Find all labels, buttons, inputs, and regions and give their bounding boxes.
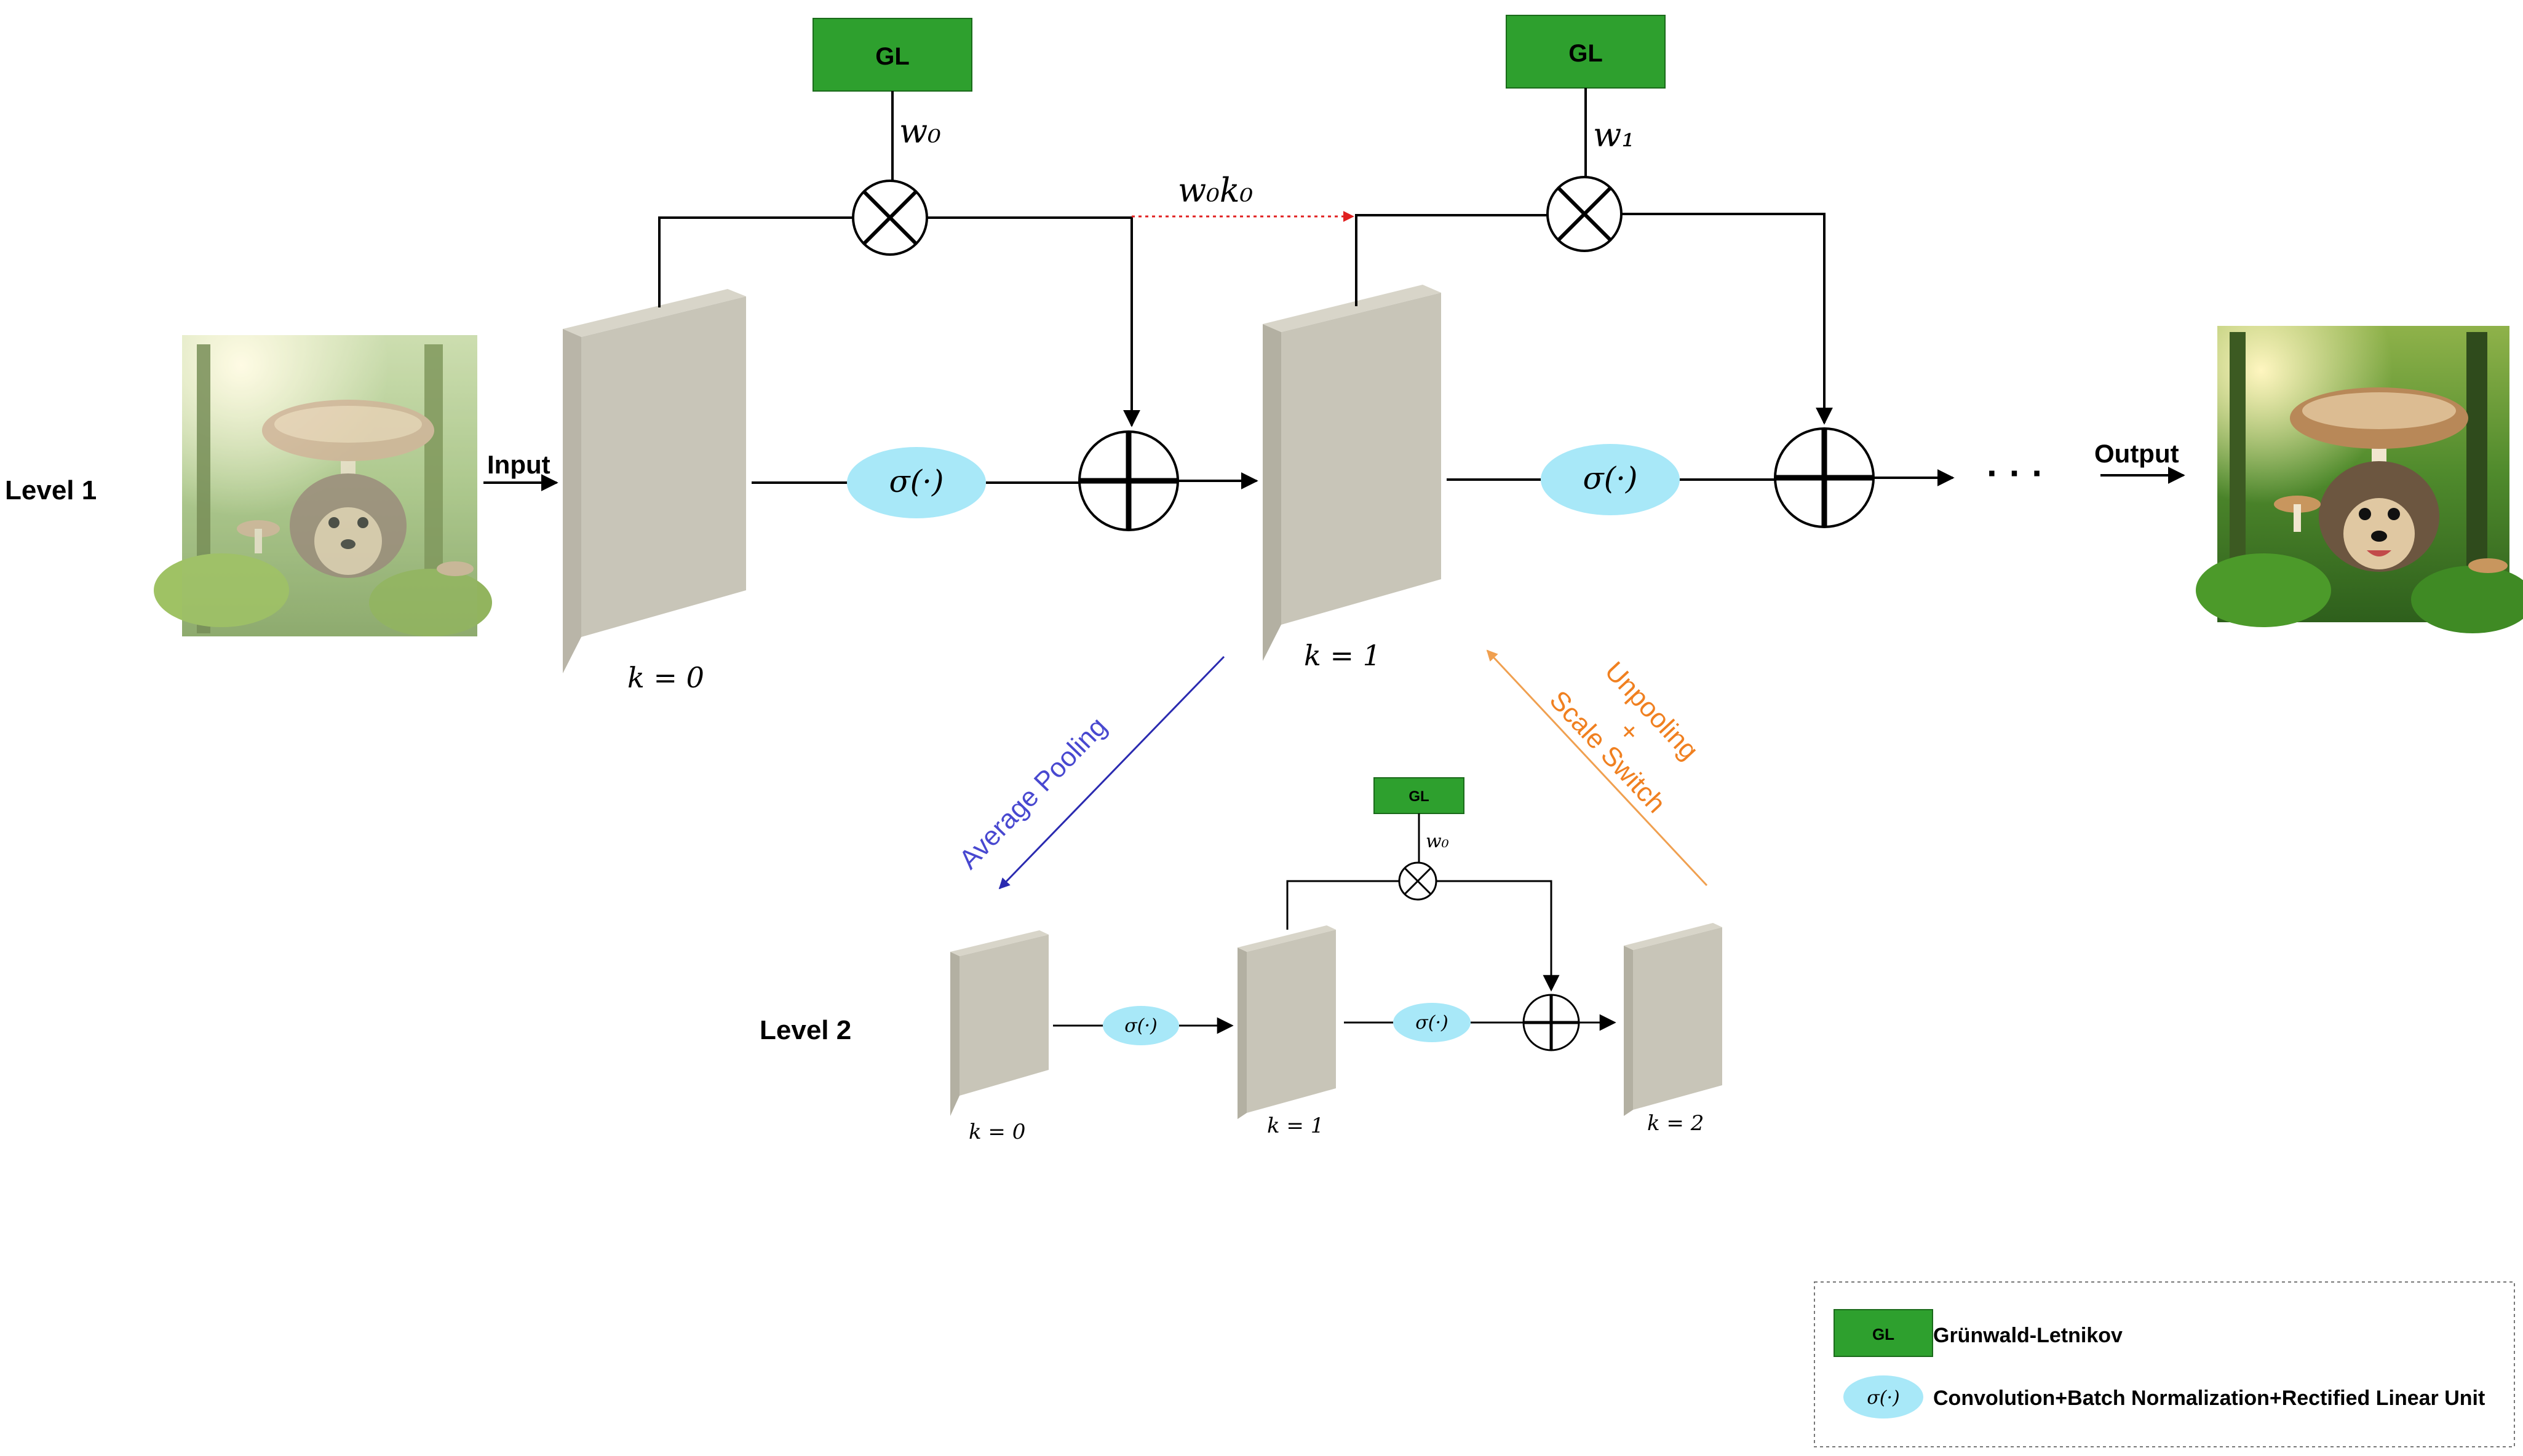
k0-label-level1: k = 0 [627, 661, 704, 694]
multiply-node-2 [1546, 176, 1623, 252]
sigma-ellipse-1 [847, 447, 986, 518]
legend-sigma-symbol: σ(·) [1867, 1387, 1899, 1409]
legend: GL Grünwald-Letnikov σ(·) Convolution+Ba… [1814, 1281, 2515, 1447]
sigma-label-l2-2: σ(·) [1415, 1012, 1448, 1034]
gl-box-1-label: GL [1568, 40, 1603, 67]
legend-gl-swatch [1834, 1309, 1933, 1357]
skip-line-in-2 [1355, 214, 1548, 306]
level1-label: Level 1 [5, 475, 97, 505]
unpooling-label: Unpooling + Scale Switch [1544, 656, 1704, 819]
skip-line-out-2 [1621, 213, 1833, 425]
k0-label-level2: k = 0 [969, 1120, 1025, 1144]
sigma-ellipse-2 [1541, 444, 1680, 515]
average-pooling-arrow [998, 655, 1225, 890]
output-label: Output [2094, 439, 2179, 468]
sum-node-l2 [1522, 994, 1580, 1051]
k2-label-level2: k = 2 [1647, 1111, 1704, 1136]
gl-box-l2 [1373, 777, 1464, 814]
gl-box-0-label: GL [875, 43, 910, 70]
legend-gl-symbol: GL [1872, 1325, 1894, 1343]
legend-box [1814, 1281, 2515, 1447]
level2-block-k1 [1238, 925, 1336, 1119]
sum-node-1 [1078, 430, 1179, 531]
level1-block-k1 [1263, 285, 1441, 661]
legend-gl-text: Grünwald-Letnikov [1933, 1324, 2123, 1347]
multiply-node-1 [852, 180, 928, 256]
gl-box-0 [813, 18, 972, 92]
input-label: Input [487, 450, 550, 479]
sigma-label-2: σ(·) [1583, 461, 1637, 496]
sigma-ellipse-l2-1 [1103, 1006, 1179, 1045]
sigma-label-1: σ(·) [889, 464, 944, 499]
k1-label-level2: k = 1 [1267, 1114, 1324, 1138]
sigma-label-l2-1: σ(·) [1124, 1015, 1157, 1037]
unpooling-arrow [1486, 649, 1708, 887]
gl-box-1 [1506, 15, 1666, 89]
skip-line-l2-in [1286, 880, 1399, 930]
sum-node-2 [1774, 427, 1875, 528]
w0-label-level2: w₀ [1426, 831, 1449, 852]
w1-label-level1: w₁ [1593, 116, 1635, 154]
skip-line-out [927, 216, 1140, 427]
skip-line-in [658, 216, 853, 307]
skip-line-l2-out [1436, 880, 1560, 992]
gl-box-l2-label: GL [1409, 788, 1429, 805]
level2-block-k0 [950, 930, 1049, 1116]
output-image [2196, 326, 2523, 633]
level2-block-k2 [1624, 923, 1722, 1116]
w0k0-label: w₀k₀ [1178, 171, 1253, 210]
ellipsis: · · · [1987, 453, 2044, 494]
average-pooling-label: Average Pooling [953, 711, 1113, 875]
sigma-ellipse-l2-2 [1393, 1003, 1471, 1042]
legend-sigma-text: Convolution+Batch Normalization+Rectifie… [1933, 1387, 2485, 1410]
input-image [154, 335, 492, 636]
legend-sigma-swatch [1843, 1375, 1923, 1418]
multiply-node-l2 [1398, 861, 1437, 901]
k1-label-level1: k = 1 [1304, 639, 1381, 672]
level2-label: Level 2 [760, 1015, 851, 1045]
w0-label-level1: w₀ [899, 112, 941, 151]
level1-block-k0 [563, 289, 746, 673]
